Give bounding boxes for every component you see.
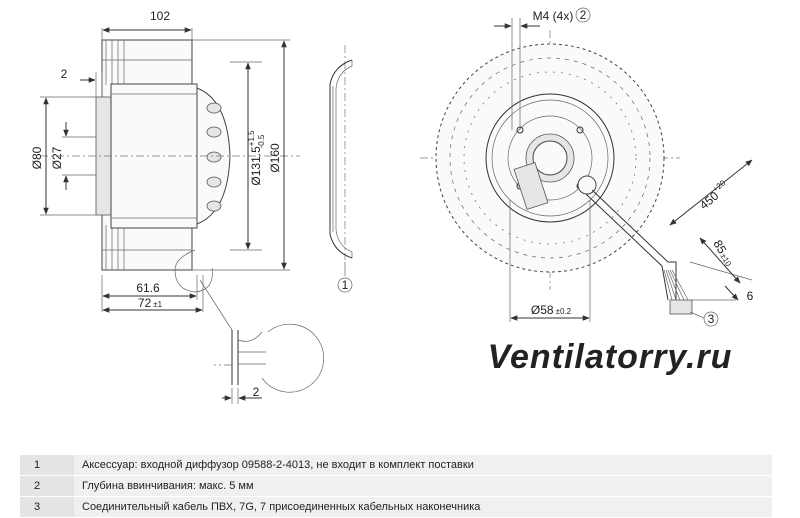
note-number: 2 [20,475,74,497]
dim-d160: Ø160 [268,143,282,173]
dim-d58: Ø58 [531,303,554,317]
technical-drawing: 102 2 Ø80 Ø27 Ø131.5+1.5-0.5 Ø160 61.6 7… [30,7,754,404]
detail-view [214,323,324,393]
svg-text:72±1: 72±1 [138,296,163,310]
dim-d131-tol-up: +1.5 [247,130,256,146]
dim-d27: Ø27 [50,146,64,169]
dim-61-6: 61.6 [136,281,160,295]
callout-1: 1 [342,278,349,292]
dim-72-tol: ±1 [153,300,162,309]
svg-text:450+20: 450+20 [696,178,732,212]
dim-detail-2: 2 [253,385,260,399]
dim-d131-tol-dn: -0.5 [257,134,266,148]
dim-d80: Ø80 [30,146,44,169]
dim-d131: Ø131.5 [249,146,263,186]
callout-2: 2 [580,8,587,22]
watermark: Ventilatorry.ru [488,338,733,376]
svg-text:Ø58±0.2: Ø58±0.2 [531,303,572,317]
dim-flange-2: 2 [61,67,68,81]
dim-cable-450-tol: +20 [711,178,728,194]
dim-cable-85-tol: ±10 [718,252,733,268]
front-view [420,30,693,315]
note-number: 3 [20,496,74,518]
dim-cable-6: 6 [747,289,754,303]
diffuser-profile [329,45,353,260]
note-number: 1 [20,455,74,476]
svg-text:Ø131.5+1.5-0.5: Ø131.5+1.5-0.5 [247,130,266,186]
dim-d58-tol: ±0.2 [556,307,572,316]
dim-cable-85: 85 [710,238,729,257]
dim-102: 102 [150,9,170,23]
dim-72: 72 [138,296,152,310]
note-text: Аксессуар: входной диффузор 09588-2-4013… [74,455,772,476]
note-text: Глубина ввинчивания: макс. 5 мм [74,475,772,497]
side-view [40,39,300,293]
dim-m4: M4 (4x) [533,9,574,23]
svg-text:85±10: 85±10 [710,238,736,269]
callout-3: 3 [708,312,715,326]
note-text: Соединительный кабель ПВХ, 7G, 7 присоед… [74,496,772,518]
